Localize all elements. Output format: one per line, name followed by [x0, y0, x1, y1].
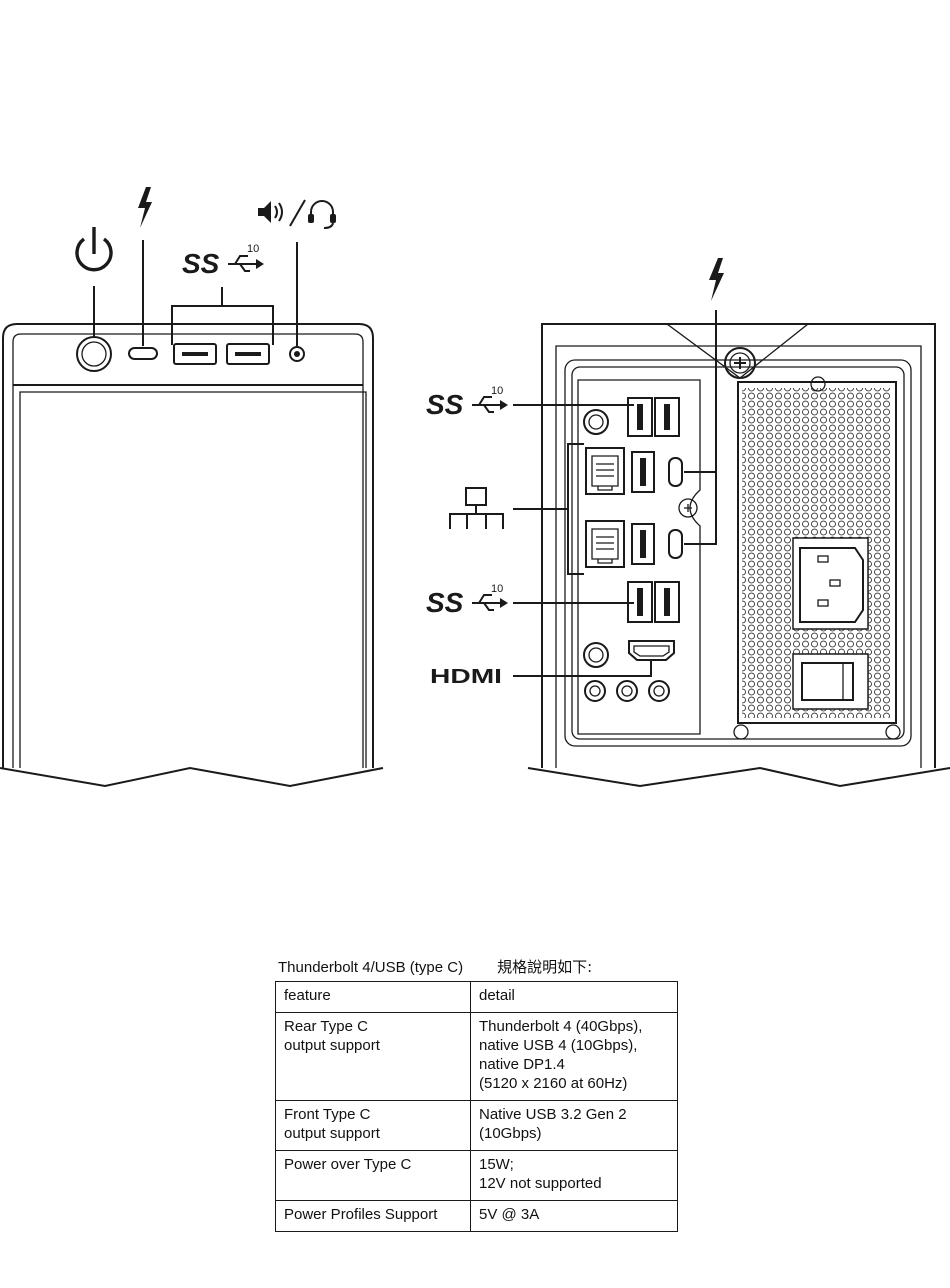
network-icon	[449, 487, 504, 529]
table-row: Power Profiles Support 5V @ 3A	[275, 1200, 678, 1232]
front-usb-c-port[interactable]	[128, 347, 158, 360]
rear-usb-a-port[interactable]	[627, 397, 653, 437]
cell-feature: Power Profiles Support	[275, 1200, 471, 1232]
port-diagram: SS 10	[0, 187, 950, 788]
cell-detail: Thunderbolt 4 (40Gbps), native USB 4 (10…	[470, 1012, 678, 1101]
cell-detail: 15W; 12V not supported	[470, 1150, 678, 1201]
rear-audio-jack[interactable]	[616, 680, 638, 702]
rear-antenna-connector[interactable]	[583, 409, 609, 435]
svg-text:SS: SS	[182, 248, 220, 279]
front-usb-a-port[interactable]	[173, 343, 217, 365]
front-usb-a-port[interactable]	[226, 343, 270, 365]
thumb-screw	[724, 347, 756, 379]
thunderbolt-icon	[138, 187, 152, 228]
cell-detail: 5V @ 3A	[470, 1200, 678, 1232]
svg-text:10: 10	[491, 583, 503, 595]
rear-audio-jack[interactable]	[584, 680, 606, 702]
usb-superspeed-10-icon: SS 10	[426, 385, 508, 420]
cell-detail: Native USB 3.2 Gen 2 (10Gbps)	[470, 1100, 678, 1151]
rear-ethernet-port[interactable]	[585, 447, 625, 495]
rear-thunderbolt-usb-c-port[interactable]	[668, 529, 683, 559]
rear-antenna-connector[interactable]	[583, 642, 609, 668]
usb-superspeed-10-icon: SS 10	[182, 243, 264, 279]
speaker-headphone-icon	[258, 199, 336, 229]
header-detail: detail	[470, 981, 678, 1013]
table-row: Rear Type C output support Thunderbolt 4…	[275, 1012, 678, 1101]
hdmi-icon: HDMI	[430, 666, 502, 688]
table-row: Power over Type C 15W; 12V not supported	[275, 1150, 678, 1201]
spec-caption: Thunderbolt 4/USB (type C) 規格說明如下:	[278, 956, 592, 977]
header-feature: feature	[275, 981, 471, 1013]
rear-usb-a-port[interactable]	[631, 523, 655, 565]
rear-panel: SS 10 SS 10 HDMI	[426, 258, 950, 788]
rear-usb-a-port[interactable]	[654, 397, 680, 437]
power-switch[interactable]	[792, 653, 869, 710]
rear-ethernet-port[interactable]	[585, 520, 625, 568]
rear-usb-a-port[interactable]	[654, 581, 680, 623]
usb-superspeed-10-icon: SS 10	[426, 583, 508, 618]
svg-text:SS: SS	[426, 587, 464, 618]
front-power-button[interactable]	[76, 336, 112, 372]
cell-feature: Rear Type C output support	[275, 1012, 471, 1101]
svg-text:10: 10	[247, 243, 259, 255]
caption-title: Thunderbolt 4/USB (type C)	[278, 959, 464, 976]
chassis-screw	[678, 498, 698, 518]
spec-table: feature detail Rear Type C output suppor…	[275, 981, 678, 1232]
caption-suffix: 規格說明如下:	[497, 958, 593, 976]
svg-text:10: 10	[491, 385, 503, 397]
table-row: Front Type C output support Native USB 3…	[275, 1100, 678, 1151]
rear-hdmi-port[interactable]	[628, 640, 675, 661]
rear-thunderbolt-usb-c-port[interactable]	[668, 457, 683, 487]
front-audio-jack[interactable]	[289, 346, 305, 362]
rear-usb-a-port[interactable]	[631, 451, 655, 493]
cell-feature: Power over Type C	[275, 1150, 471, 1201]
rear-audio-jack[interactable]	[648, 680, 670, 702]
svg-text:SS: SS	[426, 389, 464, 420]
power-supply	[733, 376, 901, 740]
thunderbolt-icon	[709, 258, 724, 301]
power-icon	[75, 227, 113, 272]
front-panel: SS 10	[0, 187, 384, 788]
ac-power-inlet[interactable]	[792, 537, 869, 630]
cell-feature: Front Type C output support	[275, 1100, 471, 1151]
table-header-row: feature detail	[275, 981, 678, 1013]
